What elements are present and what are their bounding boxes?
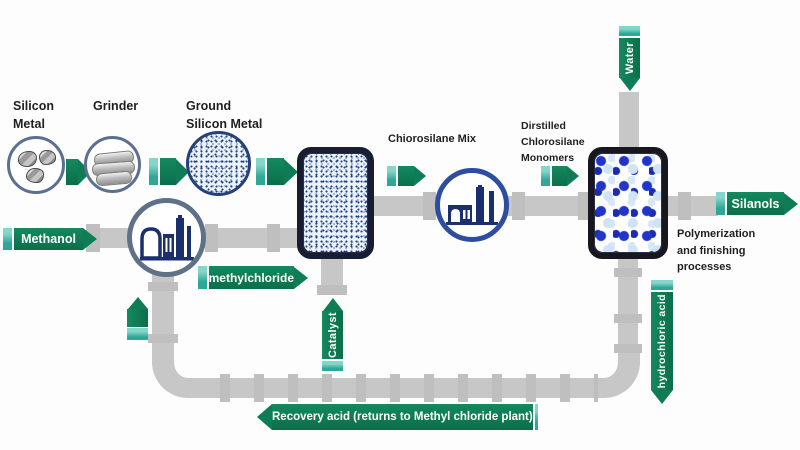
distillation-unit-icon xyxy=(446,185,498,225)
arrow-head-icon xyxy=(651,390,673,404)
hydrochloric-acid-arrow: hydrochloric acid xyxy=(651,280,673,404)
arrow-head-icon xyxy=(322,298,343,311)
silicon-rock-icon xyxy=(39,150,56,165)
grinder-label: Grinder xyxy=(93,99,139,113)
polymerization-vessel xyxy=(588,147,668,259)
pipe-flange xyxy=(614,268,642,277)
water-arrow: Water xyxy=(619,26,640,91)
recovery-acid-label: Recovery acid (returns to Methyl chlorid… xyxy=(272,411,533,423)
pipe-elbow-bottom-right xyxy=(594,352,640,398)
pipe-flange xyxy=(614,344,642,353)
arrow-cap xyxy=(387,166,396,186)
catalyst-label: Catalyst xyxy=(326,312,339,358)
arrow-head-icon xyxy=(284,158,298,185)
pipe-water-inlet xyxy=(619,92,639,152)
arrow-body xyxy=(267,158,284,185)
arrow-body: Catalyst xyxy=(322,311,343,359)
pipe-flange xyxy=(512,192,525,220)
silicon-metal-label: Silicon Metal xyxy=(13,99,54,131)
silicon-rock-icon xyxy=(26,168,44,183)
arrow-head-icon xyxy=(294,266,308,289)
arrow-cap xyxy=(256,158,265,185)
ground-silicon-circle xyxy=(186,131,251,196)
methylchloride-label: methylchloride xyxy=(208,270,294,285)
water-label: Water xyxy=(623,41,636,75)
pipe-flange xyxy=(317,285,347,295)
arrow-head-icon xyxy=(784,192,798,215)
arrow-body: Silanols xyxy=(727,192,784,215)
pipe-flange xyxy=(148,334,178,343)
arrow-body xyxy=(66,159,78,185)
catalyst-arrow: Catalyst xyxy=(322,298,343,371)
silicon-metal-circle xyxy=(7,136,65,194)
chlorosilane-mix-label: Chiorosilane Mix xyxy=(388,133,477,145)
silanols-label: Silanols xyxy=(731,196,780,211)
pipe-flange xyxy=(614,314,642,323)
arrow-body xyxy=(160,158,176,185)
arrow-cap xyxy=(619,26,640,36)
pipe-to-silanols xyxy=(664,196,718,216)
methyl-chloride-plant-circle xyxy=(127,198,206,277)
arrow-body: Recovery acid (returns to Methyl chlorid… xyxy=(272,404,533,430)
chemical-plant-icon xyxy=(139,214,194,260)
arrow-body xyxy=(398,166,414,186)
grinder-roller-icon xyxy=(95,170,133,187)
arrow-cap xyxy=(198,266,207,289)
reactor-vessel xyxy=(297,147,374,259)
arrow-head-icon xyxy=(414,166,426,186)
arrow-body xyxy=(127,309,148,327)
arrow-body xyxy=(552,166,567,186)
arrow-head-icon xyxy=(83,228,97,250)
pipe-acid-down xyxy=(618,257,638,357)
pipe-flange xyxy=(148,282,178,291)
arrow-body: Water xyxy=(619,38,640,78)
recovery-return-up-arrow xyxy=(127,297,148,340)
pipe-flange xyxy=(578,192,591,220)
arrow-head-icon xyxy=(257,404,272,430)
ground-to-reactor-arrow xyxy=(256,158,298,185)
pipe-flange xyxy=(678,192,691,220)
reactor-vessel-contents xyxy=(304,154,367,252)
distillation-circle xyxy=(435,168,509,242)
arrow-head-icon xyxy=(619,78,640,91)
arrow-cap xyxy=(3,228,12,250)
recovery-acid-arrow: Recovery acid (returns to Methyl chlorid… xyxy=(257,404,538,430)
arrow-body: Methanol xyxy=(14,228,83,250)
methylchloride-arrow: methylchloride xyxy=(198,266,308,289)
silicon-rock-icon xyxy=(18,151,37,167)
grinder-circle xyxy=(84,136,141,193)
pipe-recovery-return xyxy=(196,374,598,402)
grinder-to-ground-arrow xyxy=(149,158,189,185)
distilled-monomers-label: Dirstilled Chlorosilane Monomers xyxy=(521,120,585,164)
pipe-flange xyxy=(267,224,280,252)
arrow-cap xyxy=(716,192,725,215)
arrow-head-icon xyxy=(176,158,189,185)
arrow-head-icon xyxy=(127,297,148,309)
arrow-cap xyxy=(322,361,343,371)
methanol-label: Methanol xyxy=(21,232,76,246)
distilled-monomers-arrow xyxy=(541,166,579,186)
pipe-reactor-catalyst-stub xyxy=(321,257,343,287)
polymerization-label: Polymerization and finishing processes xyxy=(677,228,756,273)
hydrochloric-acid-label: hydrochloric acid xyxy=(656,293,668,389)
ground-silicon-metal-label: Ground Silicon Metal xyxy=(186,99,263,131)
arrow-cap xyxy=(127,328,148,340)
arrow-head-icon xyxy=(567,166,579,186)
arrow-body: hydrochloric acid xyxy=(651,292,673,390)
chlorosilane-mix-arrow xyxy=(387,166,426,186)
arrow-body: methylchloride xyxy=(208,266,294,289)
pipe-flange xyxy=(205,224,218,252)
pipe-elbow-bottom-left xyxy=(152,352,198,398)
arrow-cap xyxy=(651,280,673,290)
arrow-cap xyxy=(149,158,158,185)
arrow-cap xyxy=(534,404,538,430)
arrow-cap xyxy=(541,166,550,186)
methanol-arrow: Methanol xyxy=(3,228,97,250)
polymerization-vessel-contents xyxy=(595,154,661,252)
pipe-flange xyxy=(423,192,436,220)
silanols-arrow: Silanols xyxy=(716,192,798,215)
